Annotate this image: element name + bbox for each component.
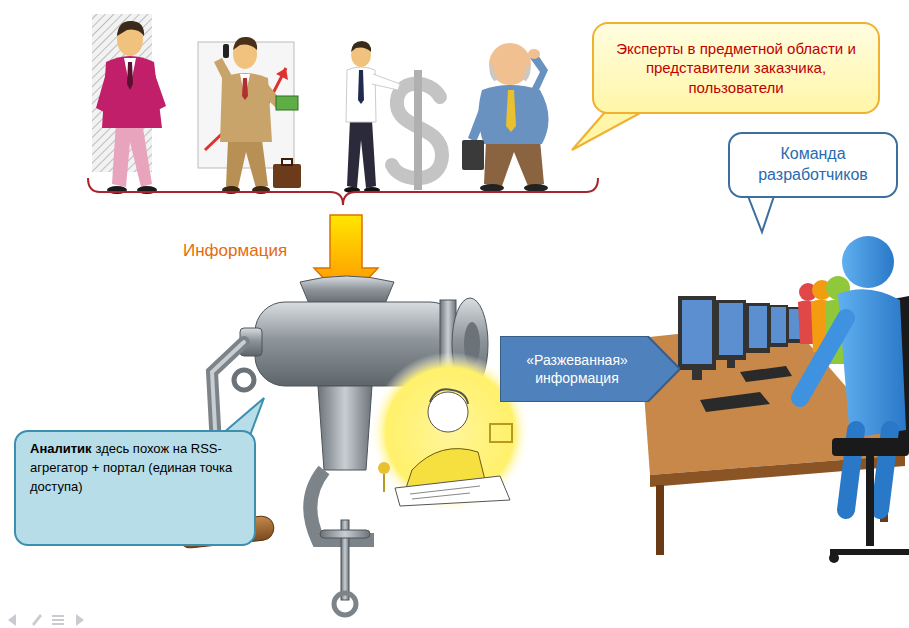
developer-team — [727, 360, 735, 368]
expert-figure — [484, 140, 544, 186]
developer-team — [640, 236, 909, 563]
expert-figure — [414, 70, 422, 190]
node-text: «Разжеванная» информация — [510, 351, 644, 387]
expert-figure — [214, 58, 232, 82]
expert-figure — [351, 41, 371, 52]
expert-figure — [198, 37, 301, 194]
callout-bubble: Команда разработчиков — [728, 132, 898, 198]
expert-figure — [468, 96, 490, 142]
developer-team — [789, 309, 800, 339]
developer-team — [716, 300, 746, 360]
meat-grinder — [310, 470, 374, 540]
expert-figure — [147, 66, 166, 110]
expert-figure — [205, 68, 286, 150]
expert-figure — [96, 66, 114, 112]
expert-figure — [524, 66, 529, 80]
meat-grinder — [318, 386, 372, 470]
expert-figure — [233, 37, 257, 50]
developer-team — [800, 318, 846, 398]
expert-figure — [372, 74, 400, 90]
expert-figure — [344, 41, 442, 193]
expert-figure — [226, 140, 268, 188]
expert-figure — [117, 21, 144, 36]
expert-figure — [524, 184, 548, 192]
analyst-figure — [428, 392, 468, 432]
expert-figure — [347, 120, 376, 188]
arrow-shape — [500, 336, 680, 402]
nav-icons — [32, 614, 42, 626]
expert-figure — [273, 164, 301, 188]
meat-grinder — [334, 593, 356, 615]
analyst-figure — [378, 462, 390, 474]
developer-team — [692, 370, 702, 380]
expert-figure — [358, 70, 364, 104]
developer-team — [771, 307, 786, 343]
nav-icons — [76, 614, 84, 626]
expert-figure — [127, 62, 133, 90]
developer-team — [678, 296, 716, 370]
meat-grinder — [234, 370, 254, 390]
expert-figure — [282, 159, 292, 165]
developer-team — [830, 549, 909, 555]
expert-figure — [492, 66, 497, 80]
developer-team — [700, 392, 770, 412]
node-text: Эксперты в предметной области и представ… — [608, 39, 864, 98]
callout-bubble: Аналитикздесь похож на RSS-агрегатор + п… — [14, 430, 256, 546]
analyst-figure — [383, 474, 385, 492]
meat-grinder — [320, 530, 370, 538]
nav-icons — [8, 614, 84, 626]
expert-figure — [478, 85, 548, 144]
developer-team — [682, 300, 712, 364]
developer-team — [656, 485, 664, 555]
developer-team — [719, 303, 743, 355]
expert-figure — [506, 90, 516, 132]
node-text: Аналитик — [30, 441, 92, 456]
analyst-figure — [490, 424, 512, 442]
analyst-figure — [430, 389, 468, 404]
developer-team — [842, 236, 894, 288]
expert-figure — [528, 49, 540, 59]
expert-figure — [220, 73, 272, 142]
nav-icons — [52, 623, 64, 625]
nav-icons — [52, 619, 64, 621]
expert-figure — [223, 44, 229, 58]
analyst-figure — [412, 493, 470, 499]
output-arrow: «Разжеванная» информация — [500, 336, 680, 402]
callout-tail — [748, 196, 774, 232]
expert-figure — [276, 96, 298, 110]
expert-figure — [489, 43, 531, 85]
node-text: Команда разработчиков — [742, 144, 884, 186]
group-bracket — [88, 178, 598, 205]
expert-figure — [92, 14, 166, 194]
nav-icons — [8, 614, 16, 626]
developer-team — [832, 438, 909, 456]
expert-figure — [346, 67, 376, 122]
expert-figure — [276, 68, 288, 80]
expert-figure — [462, 140, 484, 170]
developer-team — [746, 303, 770, 353]
developer-team — [866, 456, 874, 546]
analyst-figure — [395, 476, 510, 506]
expert-figure — [112, 122, 152, 187]
expert-figure — [462, 43, 549, 192]
developer-team — [740, 366, 792, 382]
expert-figure — [480, 184, 504, 192]
developer-team — [749, 306, 767, 348]
developer-team — [829, 553, 839, 563]
expert-figure — [242, 78, 248, 100]
developer-team — [769, 305, 788, 347]
callout-bubble: Эксперты в предметной области и представ… — [592, 22, 880, 114]
arrow-shape — [500, 336, 680, 402]
nav-icons — [52, 615, 64, 617]
flow-label: Информация — [183, 241, 287, 261]
